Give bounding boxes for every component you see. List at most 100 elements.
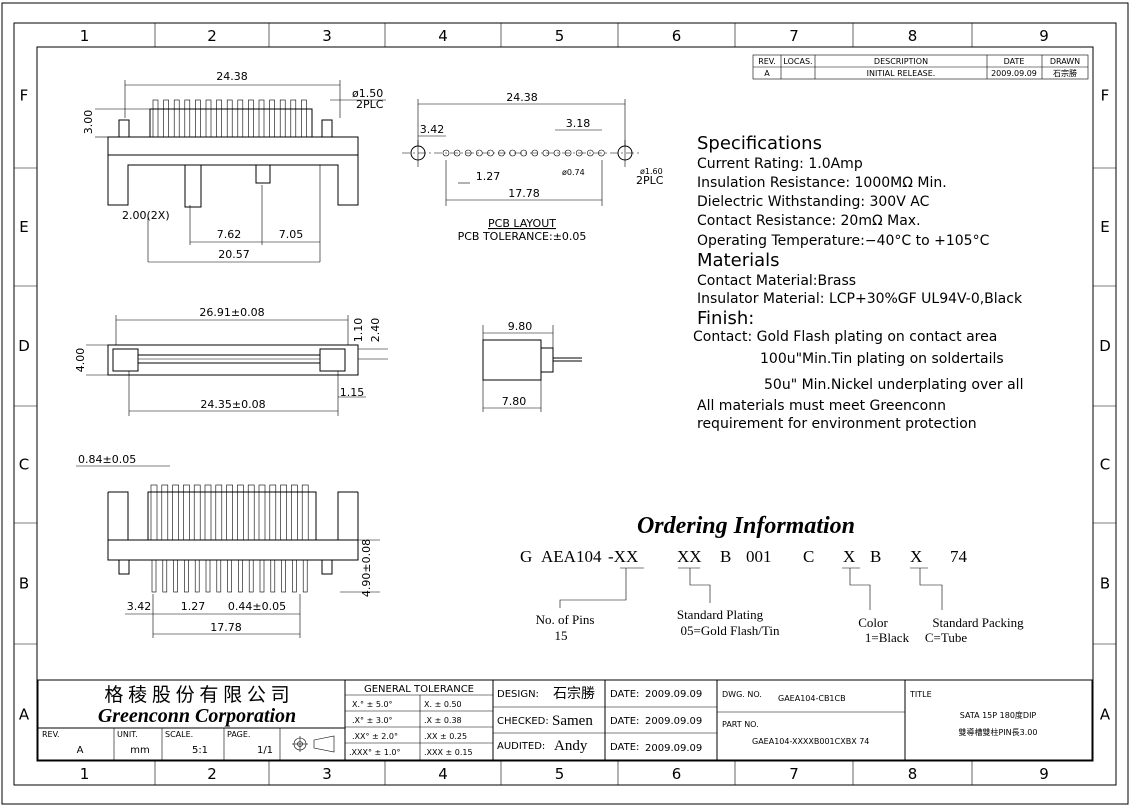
front-pin [269, 99, 275, 138]
dim-bot-127: 1.27 [181, 600, 206, 613]
dwg-value: GAEA104-CB1CB [778, 694, 846, 703]
finish-title: Finish: [697, 308, 754, 329]
front-pin [237, 99, 244, 138]
rear-contact [301, 484, 309, 541]
dim-hole-dia: ø1.50 [352, 87, 383, 100]
grid-col-label: 5 [555, 27, 565, 45]
grid-row-label: D [18, 337, 30, 355]
rev-header-locas: LOCAS. [783, 57, 812, 66]
tol-ang-1: X.° ± 5.0° [352, 700, 393, 709]
front-pin [195, 99, 201, 138]
code-c: C [803, 547, 814, 566]
tol-ang-3: .XX° ± 2.0° [352, 732, 398, 741]
front-pin [205, 99, 212, 138]
front-pin [216, 99, 222, 138]
dim-bot-490: 4.90±0.08 [360, 539, 373, 597]
rev-header-drawn: DRAWN [1050, 57, 1080, 66]
dim-pcb-160: ø1.60 [640, 167, 663, 176]
pcb-hole [464, 149, 472, 157]
rear-contact [193, 484, 201, 541]
pcb-hole [475, 149, 483, 157]
front-pin [226, 99, 233, 138]
rear-tail [184, 559, 189, 593]
material-line-2: Insulator Material: LCP+30%GF UL94V-0,Bl… [697, 291, 1023, 307]
rev-header-desc: DESCRIPTION [874, 57, 928, 66]
checked-label: CHECKED: [497, 716, 549, 727]
unit-value: mm [130, 745, 149, 756]
rear-tail [302, 559, 308, 593]
rear-tail [216, 559, 222, 593]
pcb-hole [598, 149, 605, 157]
spec-line-1: Current Rating: 1.0Amp [697, 156, 863, 172]
dim-top-2057: 20.57 [218, 248, 250, 261]
front-pin [258, 99, 265, 138]
grid-col-label: 8 [908, 27, 918, 45]
tol-ang-2: .X° ± 3.0° [352, 716, 393, 725]
grid-row-label: A [19, 706, 30, 724]
pcb-layout: 24.38 3.42 3.18 1.27 ø0.74 ø1.60 2PLC 17… [402, 91, 664, 243]
tol-lin-4: .XXX ± 0.15 [424, 748, 473, 757]
rev-row-desc: INITIAL RELEASE. [867, 69, 936, 78]
grid-row-label: E [1100, 218, 1109, 236]
rear-tail [270, 559, 276, 593]
page-label: PAGE. [227, 730, 250, 739]
title-line-1: SATA 15P 180度DIP [960, 710, 1037, 720]
rear-contact [226, 484, 233, 541]
tol-ang-4: .XXX° ± 1.0° [349, 748, 401, 757]
top-view: 26.91±0.08 4.00 1.10 2.40 1.15 24.35±0.0… [74, 306, 388, 416]
dim-bot-342: 3.42 [127, 600, 152, 613]
grid-col-label: 6 [672, 27, 682, 45]
rear-tail [151, 559, 157, 593]
title-block: 格 稜 股 份 有 限 公 司 Greenconn Corporation RE… [37, 679, 1093, 761]
rear-tail [194, 559, 200, 593]
dim-top-705: 7.05 [279, 228, 304, 241]
rear-contact [258, 484, 266, 541]
grid-row-label: E [19, 218, 28, 236]
grid-col-label: 1 [80, 765, 90, 783]
rear-contact [291, 484, 298, 541]
grid-col-label: 7 [789, 27, 799, 45]
front-pin [152, 99, 159, 138]
grid-row-label: B [1100, 575, 1110, 593]
code-001: 001 [746, 547, 772, 566]
rear-view: 0.84±0.05 4.90±0.08 3.42 1.27 0.44±0.05 … [76, 453, 380, 638]
design-label: DESIGN: [497, 689, 539, 700]
rev-row-date: 2009.09.09 [991, 69, 1037, 78]
design-value: 石宗勝 [553, 686, 595, 702]
finish-line-1: Contact: Gold Flash plating on contact a… [693, 329, 997, 345]
grid-row-label: F [1101, 87, 1110, 105]
callout-packing-value: C=Tube [925, 630, 967, 645]
spec-line-3: Dielectric Withstanding: 300V AC [697, 194, 930, 210]
rear-contact [204, 484, 212, 541]
code-b1: B [720, 547, 731, 566]
specifications: Specifications Current Rating: 1.0Amp In… [693, 133, 1023, 432]
rear-tail [205, 559, 211, 593]
spec-line-2: Insulation Resistance: 1000MΩ Min. [697, 175, 947, 191]
materials-title: Materials [697, 250, 780, 271]
dim-mid-240: 2.40 [369, 318, 382, 343]
pcb-hole [442, 149, 450, 157]
rear-tail [292, 559, 297, 593]
callout-pins-value: 15 [555, 628, 568, 643]
front-view: 24.38 ø1.50 2PLC 3.00 2.00(2X) 7.62 7.05… [82, 70, 386, 263]
callout-color-label: Color [858, 615, 888, 630]
grid-row-label: C [19, 456, 29, 474]
date-label-2: DATE: [610, 716, 639, 727]
company-en: Greenconn Corporation [98, 705, 296, 727]
inner-frame [36, 46, 1094, 762]
dim-mid-115: 1.15 [340, 386, 365, 399]
grid-col-label: 3 [322, 765, 332, 783]
rev-row-rev: A [764, 69, 770, 78]
rear-tail [162, 559, 168, 593]
company-cn: 格 稜 股 份 有 限 公 司 [104, 684, 289, 706]
dim-pcb-width: 24.38 [506, 91, 538, 104]
code-74: 74 [950, 547, 968, 566]
pcb-hole [509, 149, 516, 157]
dim-hole-plc: 2PLC [356, 98, 384, 111]
pcb-tolerance: PCB TOLERANCE:±0.05 [458, 230, 587, 243]
dim-mid-110: 1.10 [352, 318, 365, 343]
revision-table: REV. LOCAS. DESCRIPTION DATE DRAWN A INI… [752, 54, 1089, 80]
code-series: AEA104 [541, 547, 602, 566]
